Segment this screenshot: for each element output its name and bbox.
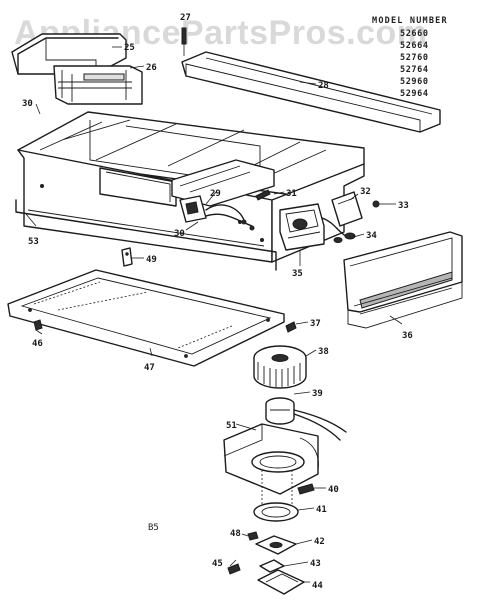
part-blower-housing bbox=[223, 423, 319, 495]
screw-40 bbox=[297, 483, 315, 495]
screw-33 bbox=[372, 200, 386, 208]
part-clip-49 bbox=[121, 247, 133, 267]
screw-48 bbox=[247, 531, 259, 541]
model-number-list: MODEL NUMBER 52660 52664 52760 52764 529… bbox=[372, 16, 448, 99]
callout-33: 33 bbox=[398, 201, 409, 211]
callout-43: 43 bbox=[310, 559, 321, 569]
callout-44: 44 bbox=[312, 581, 323, 591]
model-number-6: 52964 bbox=[400, 89, 429, 99]
part-motor bbox=[265, 397, 347, 441]
screw-45 bbox=[227, 563, 241, 575]
callout-42: 42 bbox=[314, 537, 325, 547]
diagram-code: B5 bbox=[148, 523, 159, 533]
model-number-1: 52660 bbox=[400, 29, 429, 39]
callout-31: 31 bbox=[286, 189, 297, 199]
screw-31 bbox=[255, 189, 271, 201]
callout-46: 46 bbox=[32, 339, 43, 349]
part-damper bbox=[257, 569, 305, 595]
callout-53: 53 bbox=[28, 237, 39, 247]
callout-39: 39 bbox=[312, 389, 323, 399]
part-bottom-plate bbox=[7, 269, 285, 367]
callout-26: 26 bbox=[146, 63, 157, 73]
part-switch-assembly bbox=[179, 195, 255, 231]
leader-lines bbox=[25, 46, 403, 583]
callout-48: 48 bbox=[230, 529, 241, 539]
callout-45: 45 bbox=[212, 559, 223, 569]
callout-51: 51 bbox=[226, 421, 237, 431]
callout-29: 29 bbox=[210, 189, 221, 199]
model-number-5: 52960 bbox=[400, 77, 429, 87]
screw-46 bbox=[33, 319, 43, 331]
callout-labels: 25 26 27 28 30 29 31 30 32 33 34 35 53 4… bbox=[22, 13, 413, 591]
screw-27 bbox=[181, 27, 187, 56]
callout-30-switch: 30 bbox=[174, 229, 185, 239]
part-motor-mount bbox=[253, 470, 299, 522]
callout-40: 40 bbox=[328, 485, 339, 495]
part-gasket bbox=[255, 535, 297, 555]
part-front-panel bbox=[343, 231, 463, 329]
model-number-4: 52764 bbox=[400, 65, 429, 75]
callout-36: 36 bbox=[402, 331, 413, 341]
part-rear-channel bbox=[181, 51, 441, 133]
callout-28: 28 bbox=[318, 81, 329, 91]
callout-32: 32 bbox=[360, 187, 371, 197]
callout-38: 38 bbox=[318, 347, 329, 357]
callout-41: 41 bbox=[316, 505, 327, 515]
callout-35: 35 bbox=[292, 269, 303, 279]
part-light-socket-bracket bbox=[279, 203, 325, 251]
callout-37: 37 bbox=[310, 319, 321, 329]
model-list-title: MODEL NUMBER bbox=[372, 16, 448, 26]
callout-25: 25 bbox=[124, 43, 135, 53]
part-duct-bracket bbox=[11, 33, 143, 105]
callout-27: 27 bbox=[180, 13, 191, 23]
callout-47: 47 bbox=[144, 363, 155, 373]
model-number-3: 52760 bbox=[400, 53, 429, 63]
callout-49: 49 bbox=[146, 255, 157, 265]
part-connector bbox=[259, 559, 285, 573]
screw-37 bbox=[285, 321, 297, 333]
part-bracket-32 bbox=[331, 191, 363, 227]
part-blower-wheel bbox=[253, 345, 307, 389]
callout-34: 34 bbox=[366, 231, 377, 241]
model-number-2: 52664 bbox=[400, 41, 429, 51]
callout-30-top: 30 bbox=[22, 99, 33, 109]
